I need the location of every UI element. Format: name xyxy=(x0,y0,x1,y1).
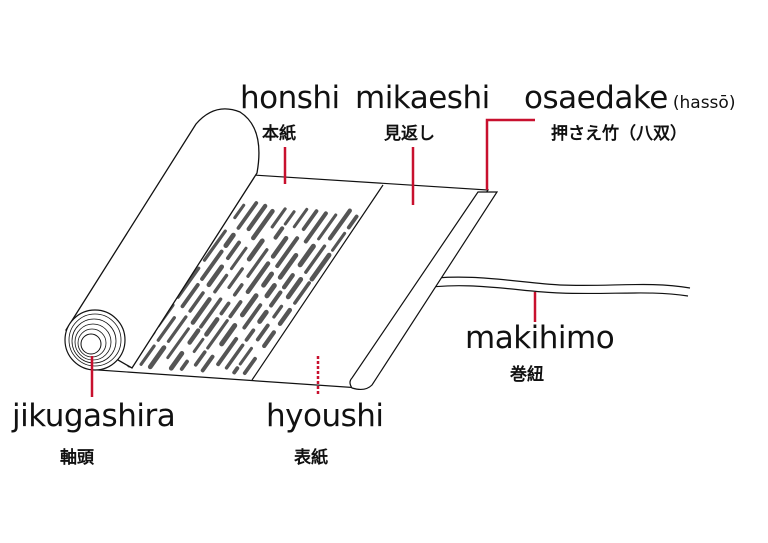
ink-stroke xyxy=(301,209,319,231)
ink-stroke xyxy=(232,366,240,375)
ink-stroke xyxy=(228,300,243,319)
osaedake-leader xyxy=(485,118,535,190)
jikugashira-label: jikugashira xyxy=(12,398,176,434)
ink-stroke xyxy=(346,214,359,230)
ink-stroke xyxy=(179,359,189,371)
honshi-japanese: 本紙 xyxy=(262,124,296,144)
ink-stroke xyxy=(180,282,200,309)
ink-stroke xyxy=(277,252,299,280)
ink-stroke xyxy=(270,207,287,229)
ink-stroke xyxy=(297,243,316,268)
ink-stroke xyxy=(168,350,185,371)
ink-stroke xyxy=(246,238,265,262)
ink-stroke xyxy=(156,316,176,342)
ink-stroke xyxy=(166,315,188,343)
makihimo-cord-lower xyxy=(415,285,689,297)
ink-stroke xyxy=(304,244,327,274)
ink-stroke xyxy=(239,293,259,318)
hyoushi-label: hyoushi xyxy=(266,398,384,434)
ink-stroke xyxy=(192,337,205,354)
ink-stroke xyxy=(277,307,293,326)
ink-stroke xyxy=(262,330,276,349)
honshi-mikaeshi-divider xyxy=(251,184,384,381)
ink-stroke xyxy=(206,319,229,350)
ink-stroke xyxy=(190,297,212,325)
makihimo-japanese: 巻紐 xyxy=(510,365,544,385)
ink-stroke xyxy=(255,323,270,342)
ink-stroke xyxy=(242,303,263,330)
ink-stroke xyxy=(213,273,229,294)
ink-stroke xyxy=(244,328,256,342)
ink-stroke xyxy=(200,354,215,373)
ink-stroke xyxy=(245,261,271,295)
honshi-label: honshi xyxy=(240,80,340,116)
ink-stroke xyxy=(257,309,269,324)
ink-stroke xyxy=(251,208,275,241)
ink-stroke xyxy=(227,267,244,290)
osaedake-label: osaedake xyxy=(524,80,668,116)
ink-stroke xyxy=(238,346,253,366)
ink-stroke xyxy=(283,210,296,226)
ink-stroke xyxy=(204,317,220,337)
osaedake-japanese: 押さえ竹（八双） xyxy=(551,124,687,144)
ink-stroke xyxy=(232,283,244,297)
ink-stroke xyxy=(176,266,201,299)
leader-lines xyxy=(90,118,537,397)
ink-stroke xyxy=(166,327,190,360)
ink-stroke xyxy=(270,235,289,259)
makihimo-label: makihimo xyxy=(465,320,615,356)
ink-stroke xyxy=(224,343,245,370)
ink-stroke xyxy=(236,201,259,230)
ink-stroke xyxy=(293,281,311,305)
ink-stroke xyxy=(188,291,205,313)
ink-stroke xyxy=(273,226,285,240)
ink-stroke xyxy=(317,213,338,241)
ink-stroke xyxy=(285,276,304,300)
mikaeshi-japanese: 見返し xyxy=(384,124,435,144)
ink-stroke xyxy=(246,248,269,278)
jikugashira-japanese: 軸頭 xyxy=(60,448,94,468)
ink-stroke xyxy=(206,264,225,288)
ink-stroke xyxy=(233,203,246,220)
osaedake-stick xyxy=(349,191,499,391)
osaedake-label-group: osaedake (hassō) xyxy=(524,80,735,116)
ink-stroke xyxy=(199,297,223,329)
ink-stroke xyxy=(269,290,283,308)
jikugashira-roll-end xyxy=(64,309,126,371)
ink-stroke xyxy=(246,203,268,232)
ink-stroke xyxy=(225,240,241,261)
hyoushi-japanese: 表紙 xyxy=(294,448,328,468)
rolled-cylinder xyxy=(65,108,260,369)
ink-stroke xyxy=(309,252,332,282)
ink-stroke xyxy=(223,232,236,248)
ink-stroke xyxy=(139,344,156,366)
ink-stroke xyxy=(272,304,284,319)
ink-stroke xyxy=(219,323,238,347)
ink-stroke xyxy=(193,350,207,367)
ink-stroke xyxy=(303,211,328,244)
ink-stroke xyxy=(327,208,352,241)
ink-stroke xyxy=(216,336,239,367)
mikaeshi-label: mikaeshi xyxy=(355,80,490,116)
ink-stroke xyxy=(264,283,277,299)
ink-stroke xyxy=(330,231,347,252)
makihimo-cord xyxy=(417,276,691,289)
ink-stroke xyxy=(202,229,227,262)
osaedake-alt: (hassō) xyxy=(672,93,736,113)
ink-stroke xyxy=(292,207,309,229)
ink-stroke xyxy=(219,301,231,316)
ink-stroke xyxy=(281,273,295,290)
ink-stroke xyxy=(187,328,201,345)
ink-stroke xyxy=(200,249,224,281)
ink-stroke xyxy=(261,271,275,288)
ink-stroke xyxy=(229,246,248,271)
ink-stroke xyxy=(147,345,167,370)
ink-stroke xyxy=(275,236,300,269)
ink-stroke xyxy=(242,356,257,376)
